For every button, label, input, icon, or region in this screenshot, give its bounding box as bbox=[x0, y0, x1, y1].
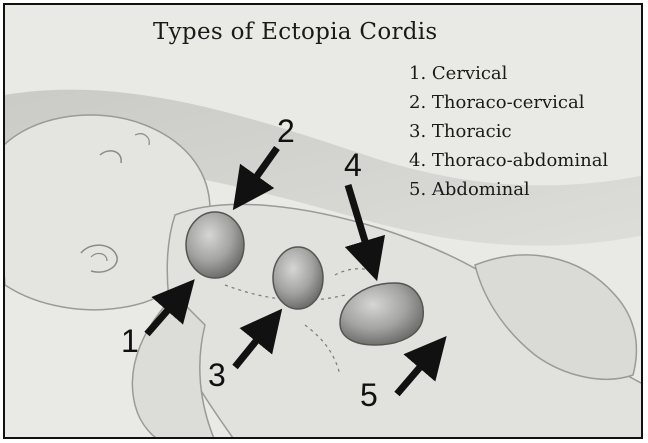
legend-item-thoraco-abdominal: 4. Thoraco-abdominal bbox=[409, 146, 608, 175]
marker-5: 5 bbox=[360, 377, 378, 414]
heart-thoracic bbox=[273, 247, 323, 309]
figure-frame: Types of Ectopia Cordis 1. Cervical 2. T… bbox=[3, 3, 643, 439]
legend-list: 1. Cervical 2. Thoraco-cervical 3. Thora… bbox=[409, 59, 608, 204]
marker-1: 1 bbox=[121, 323, 139, 360]
legend-item-thoraco-cervical: 2. Thoraco-cervical bbox=[409, 88, 608, 117]
figure-title: Types of Ectopia Cordis bbox=[153, 19, 438, 45]
legend-item-cervical: 1. Cervical bbox=[409, 59, 608, 88]
legend-item-abdominal: 5. Abdominal bbox=[409, 175, 608, 204]
legend-item-thoracic: 3. Thoracic bbox=[409, 117, 608, 146]
marker-2: 2 bbox=[277, 113, 295, 150]
marker-3: 3 bbox=[208, 357, 226, 394]
marker-4: 4 bbox=[344, 147, 362, 184]
heart-cervical bbox=[186, 212, 244, 278]
